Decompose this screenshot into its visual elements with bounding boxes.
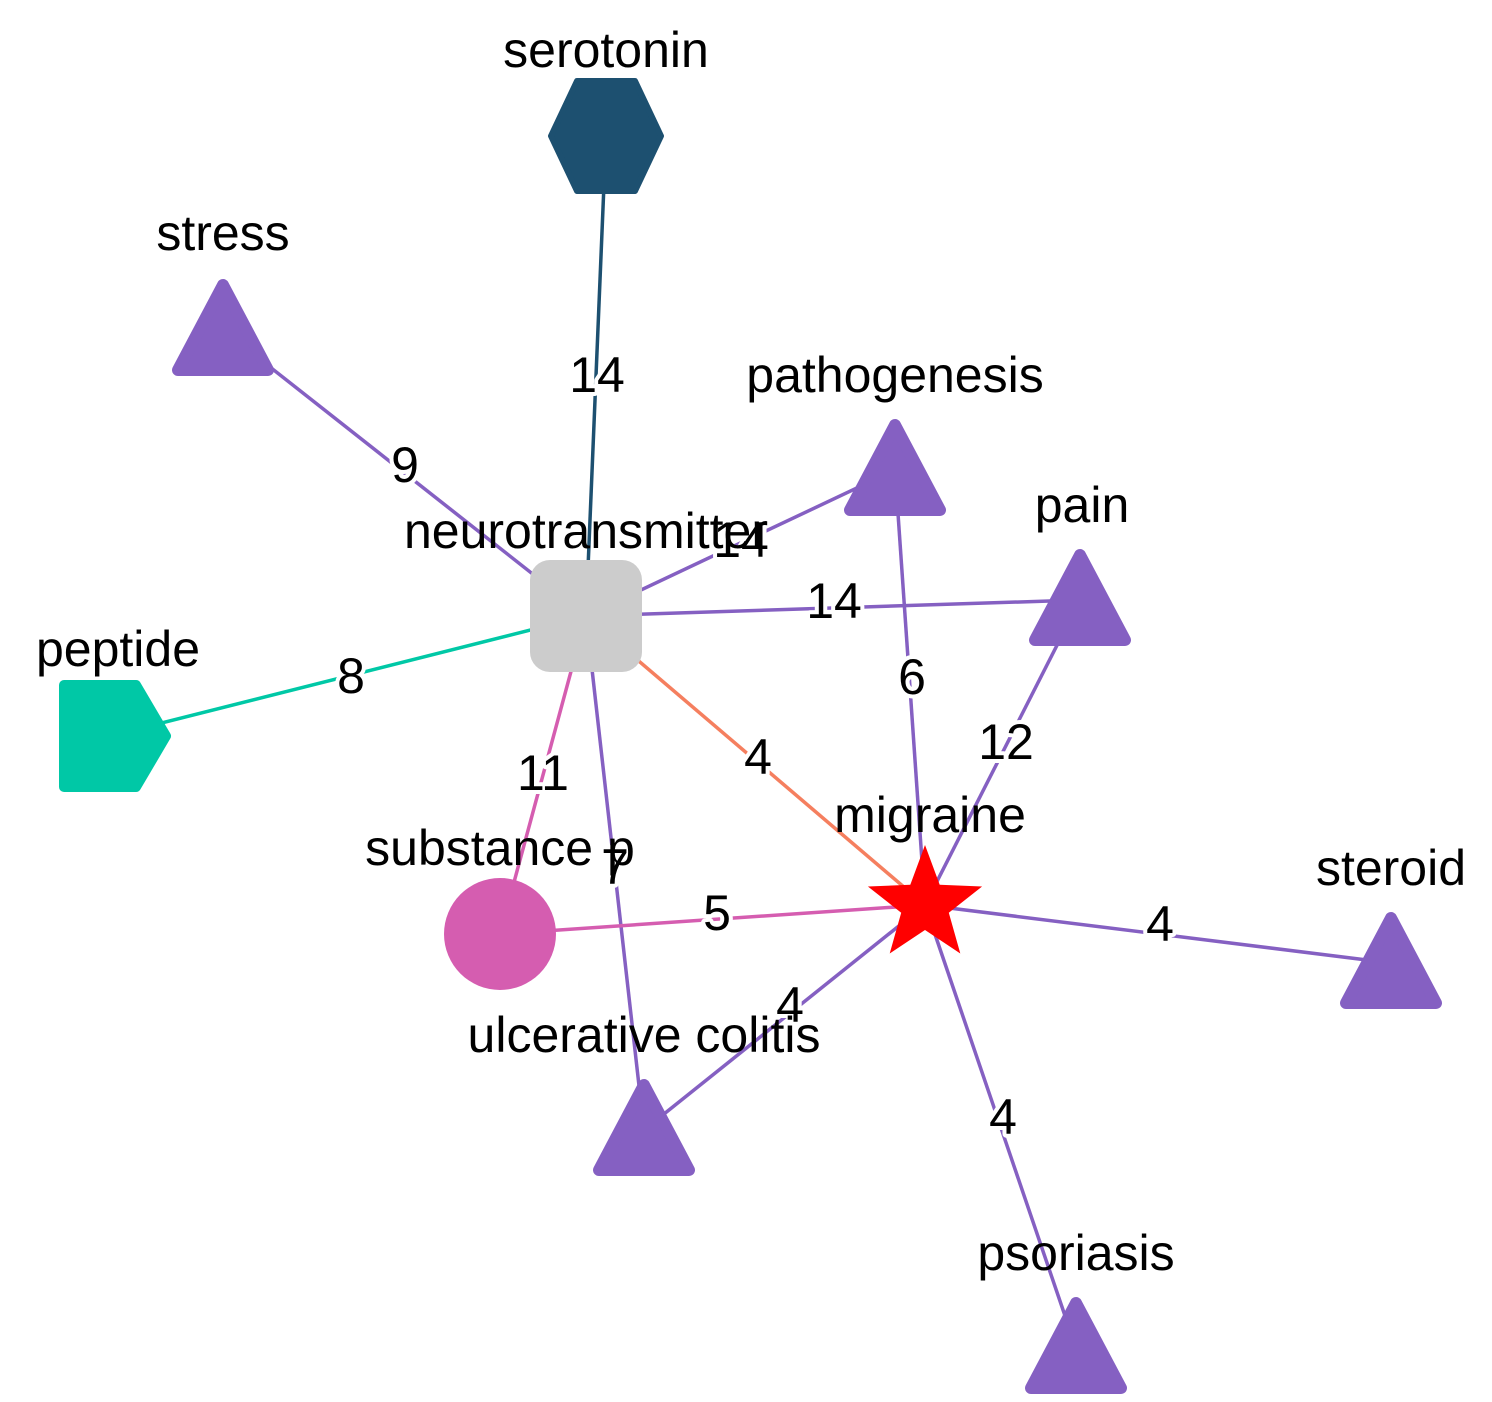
neurotransmitter-label: neurotransmitter [404,503,768,559]
edge-neurotransmitter-migraine [584,614,927,907]
edge-migraine-substance-p [499,903,926,936]
pathogenesis-node[interactable] [844,419,946,516]
edge-label-neurotransmitter-pathogenesis: 14 [713,512,769,568]
edge-neurotransmitter-ulcerative-colitis [584,615,646,1131]
edge-migraine-pathogenesis [893,469,927,906]
edge-migraine-psoriasis [923,904,1078,1349]
peptide-label: peptide [36,621,200,677]
substance-p-node[interactable] [444,878,556,990]
substance-p-label: substance p [365,820,635,876]
steroid-node[interactable] [1340,912,1442,1009]
edge-migraine-ulcerative-colitis [642,903,927,1132]
serotonin-node[interactable] [548,78,664,194]
steroid-label: steroid [1316,840,1466,896]
edge-label-migraine-steroid: 4 [1146,896,1174,952]
edge-label-neurotransmitter-substance-p: 11 [517,745,569,801]
pathogenesis-label: pathogenesis [746,347,1043,403]
migraine-label: migraine [834,787,1026,843]
stress-node[interactable] [172,279,274,376]
node-layer [59,78,1442,1394]
edge-neurotransmitter-stress [221,328,588,618]
neurotransmitter-node[interactable] [530,560,642,672]
psoriasis-node[interactable] [1025,1297,1127,1394]
edge-neurotransmitter-pain [585,598,1081,618]
edge-label-migraine-substance-p: 5 [703,885,731,941]
edge-label-migraine-pain: 12 [978,714,1034,770]
ulcerative-colitis-label: ulcerative colitis [468,1007,821,1063]
edge-label-neurotransmitter-stress: 9 [391,437,419,493]
edge-label-migraine-psoriasis: 4 [989,1089,1017,1145]
edge-migraine-pain [923,599,1082,906]
edge-neurotransmitter-serotonin [584,135,608,617]
edge-label-neurotransmitter-ulcerative-colitis: 7 [601,839,629,895]
pain-node[interactable] [1029,549,1131,646]
edge-label-migraine-ulcerative-colitis: 4 [776,977,804,1033]
edge-label-neurotransmitter-peptide: 8 [337,648,365,704]
edge-migraine-steroid [924,903,1392,965]
ulcerative-colitis-node[interactable] [593,1079,695,1176]
edge-label-neurotransmitter-serotonin: 14 [569,347,625,403]
edge-label-migraine-pathogenesis: 6 [898,649,926,705]
psoriasis-label: psoriasis [977,1225,1174,1281]
migraine-node[interactable] [867,845,983,954]
pain-label: pain [1035,477,1130,533]
edge-label-neurotransmitter-migraine: 4 [744,729,772,785]
stress-label: stress [156,205,289,261]
serotonin-label: serotonin [503,22,709,78]
node-label-layer: neurotransmitter serotonin stress pathogene… [36,22,1466,1281]
edge-neurotransmitter-peptide [109,614,587,738]
edge-label-neurotransmitter-pain: 14 [806,573,862,629]
peptide-node[interactable] [59,680,171,792]
